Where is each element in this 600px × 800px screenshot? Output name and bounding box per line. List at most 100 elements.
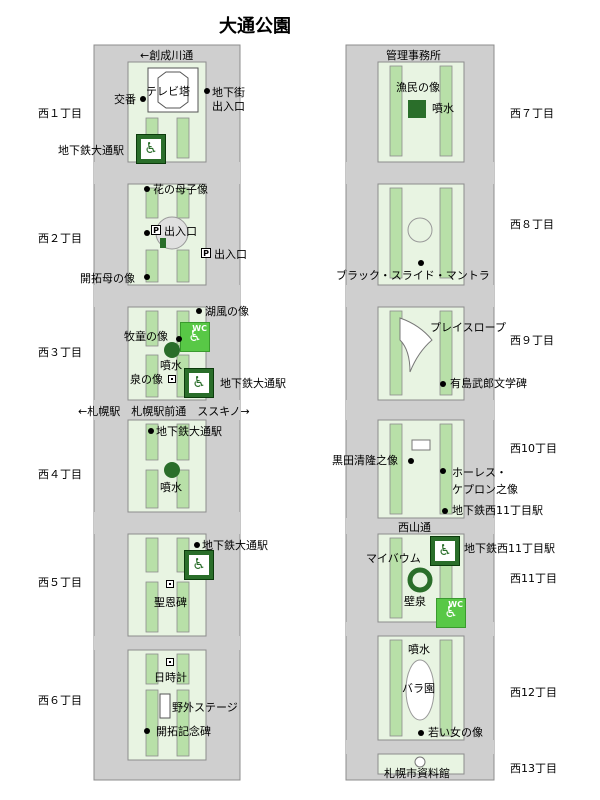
marker-wakai-onna [418,730,424,736]
parking-icon: P [201,248,211,258]
block-label-w4: 西４丁目 [38,468,82,481]
label-funsui-7: 噴水 [432,102,454,115]
cross-street-12-13 [346,740,494,754]
label-horace: ホーレス・ ケプロン之像 [452,466,518,496]
wheelchair-icon: ♿ [444,603,458,621]
label-tv-tower: テレビ塔 [146,85,190,98]
marker-koban [140,96,146,102]
marker-bokudo [176,336,182,342]
plaza-w8 [407,217,433,243]
street-kanri: 管理事務所 [386,49,441,62]
archive-marker [414,756,426,768]
marker-hana-no-hahako [144,186,150,192]
wheelchair-icon: ♿ [192,555,206,573]
wc-icon: WC [192,324,207,333]
accessible-station-w5[interactable]: ♿ [184,550,214,580]
label-subway-odori-4: 地下鉄大通駅 [156,425,222,438]
label-wakai-onna: 若い女の像 [428,726,483,739]
label-underground-exit: 地下街 出入口 [212,86,245,114]
block-label-w11: 西11丁目 [510,572,557,585]
street-sapporo-ekimae: ←札幌駅 札幌駅前通 ススキノ→ [78,405,250,418]
marker-seion [166,580,174,588]
wheelchair-icon: ♿ [144,139,158,157]
label-gyomin: 漁民の像 [396,81,440,94]
label-kaitaku-haha: 開拓母の像 [80,272,135,285]
marker-underground-exit [204,88,210,94]
marker-subway-odori-5 [194,542,200,548]
accessible-station-w3[interactable]: ♿ [184,368,214,398]
street-nishiyama: 西山通 [398,521,431,534]
right-column [345,44,495,781]
block-label-w1: 西１丁目 [38,107,82,120]
marker-hidokei [166,658,174,666]
label-kaitaku-kinen: 開拓記念碑 [156,725,211,738]
accessible-station-w1[interactable]: ♿ [136,134,166,164]
label-seion: 聖恩碑 [154,596,187,609]
label-hidokei: 日時計 [154,671,187,684]
label-play-slope: プレイスロープ [430,321,507,334]
marker-kuroda [408,458,414,464]
block-label-w12: 西12丁目 [510,686,557,699]
label-funsui-12: 噴水 [408,643,430,656]
label-funsui-3: 噴水 [160,359,182,372]
play-slope-shape [399,317,433,373]
wheelchair-icon: ♿ [192,373,206,391]
marker-izumi [168,375,176,383]
cross-street-5-6 [94,636,240,650]
fountain-w3 [164,342,180,358]
cross-street-11-12 [346,622,494,636]
marker-kaitaku-kinen [144,728,150,734]
kuroda-statue-base [411,439,431,451]
cross-street-8-9 [346,285,494,307]
marker-w2 [160,238,166,248]
label-hekisen: 壁泉 [404,595,426,608]
label-p-exit-2: 出入口 [214,248,247,261]
marker-kaitaku-haha [144,274,150,280]
marker-horace [440,468,446,474]
label-kofu: 湖風の像 [205,305,249,318]
marker-arishima [440,381,446,387]
tv-tower-outline [157,71,189,109]
accessible-wc-w11[interactable]: ♿WC [436,598,466,628]
label-maibaum: マイバウム [366,552,421,565]
marker-kofu [196,308,202,314]
label-subway-odori-3: 地下鉄大通駅 [220,377,286,390]
block-label-w10: 西10丁目 [510,442,557,455]
fountain-w7 [408,100,426,118]
marker-subway-w11-exit [442,508,448,514]
label-arishima: 有島武郎文学碑 [450,377,527,390]
accessible-wc-w3[interactable]: ♿WC [180,322,210,352]
outdoor-stage [159,693,171,719]
wheelchair-icon: ♿ [438,541,452,559]
cross-street-2-3 [94,285,240,307]
marker-subway-odori-4 [148,428,154,434]
cross-street-ekimae [94,400,240,420]
label-bara: バラ園 [402,682,435,695]
block-label-w8: 西８丁目 [510,218,554,231]
cross-street-4-5 [94,512,240,534]
cross-street-9-10 [346,400,494,420]
block-label-w2: 西２丁目 [38,232,82,245]
label-p-exit-1: 出入口 [164,225,197,238]
rose-garden [405,659,435,721]
accessible-station-w11[interactable]: ♿ [430,536,460,566]
page-title: 大通公園 [219,16,291,37]
street-sosei: ←創成川通 [140,49,194,62]
tv-tower-footprint [147,67,199,113]
marker-black-slide [418,260,424,266]
block-label-w6: 西６丁目 [38,694,82,707]
label-subway-w11: 地下鉄西11丁目駅 [464,542,555,555]
label-black-slide: ブラック・スライド・マントラ [336,269,490,282]
label-shiryokan: 札幌市資料館 [384,767,450,780]
block-label-w3: 西３丁目 [38,346,82,359]
block-label-w13: 西13丁目 [510,762,557,775]
wheelchair-icon: ♿ [188,327,202,345]
label-subway-odori-1: 地下鉄大通駅 [58,144,124,157]
label-funsui-4: 噴水 [160,481,182,494]
label-koban: 交番 [114,93,136,106]
cross-street-7-8 [346,162,494,184]
lawns-right [389,65,453,737]
marker-p-exit-1 [144,230,150,236]
block-label-w9: 西９丁目 [510,334,554,347]
